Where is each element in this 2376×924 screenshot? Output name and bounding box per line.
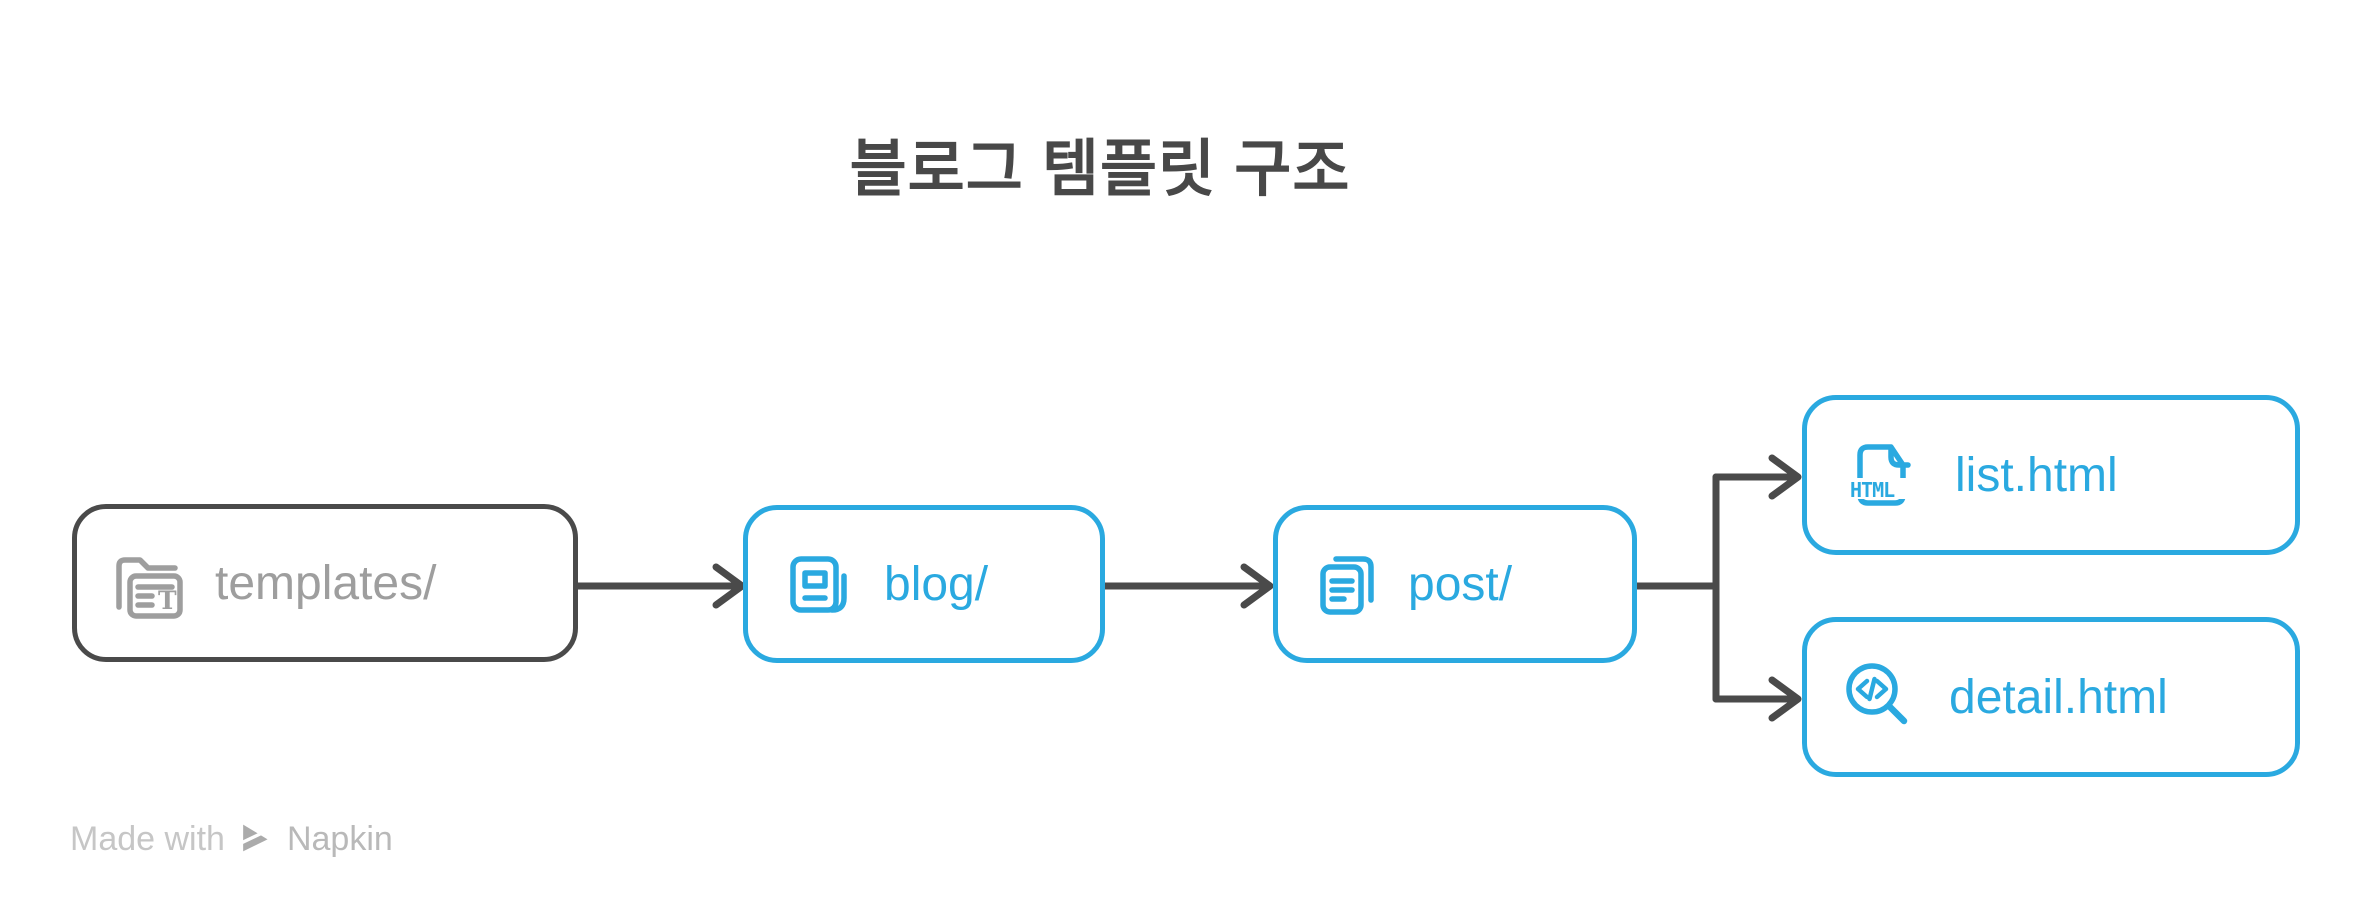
node-blog-label: blog/	[884, 557, 989, 611]
node-list: HTML list.html	[1802, 395, 2300, 555]
napkin-logo-icon	[237, 824, 271, 856]
node-post: post/	[1273, 505, 1637, 663]
node-templates-label: templates/	[215, 556, 437, 610]
node-list-label: list.html	[1955, 448, 2118, 502]
node-detail-label: detail.html	[1949, 670, 2168, 724]
arrowhead-branch-detail	[1768, 676, 1802, 722]
node-detail: detail.html	[1802, 617, 2300, 777]
document-copy-icon	[1320, 556, 1374, 615]
watermark: Made with Napkin	[70, 820, 393, 859]
watermark-made-with: Made with	[70, 820, 225, 858]
arrowhead-templates-blog	[712, 563, 746, 609]
watermark-brand: Napkin	[286, 820, 393, 858]
node-blog: blog/	[743, 505, 1105, 663]
node-templates: T templates/	[72, 504, 578, 662]
arrowhead-blog-post	[1240, 563, 1274, 609]
arrowhead-branch-list	[1768, 454, 1802, 500]
node-post-label: post/	[1408, 557, 1513, 611]
html-file-label-glyph: HTML	[1850, 478, 1895, 502]
diagram-title: 블로그 템플릿 구조	[849, 135, 1351, 204]
html-file-icon: HTML	[1849, 444, 1911, 506]
newspaper-icon	[790, 556, 847, 613]
code-search-icon	[1846, 663, 1908, 725]
template-folder-icon: T	[116, 557, 183, 619]
template-letter-glyph: T	[158, 586, 177, 615]
